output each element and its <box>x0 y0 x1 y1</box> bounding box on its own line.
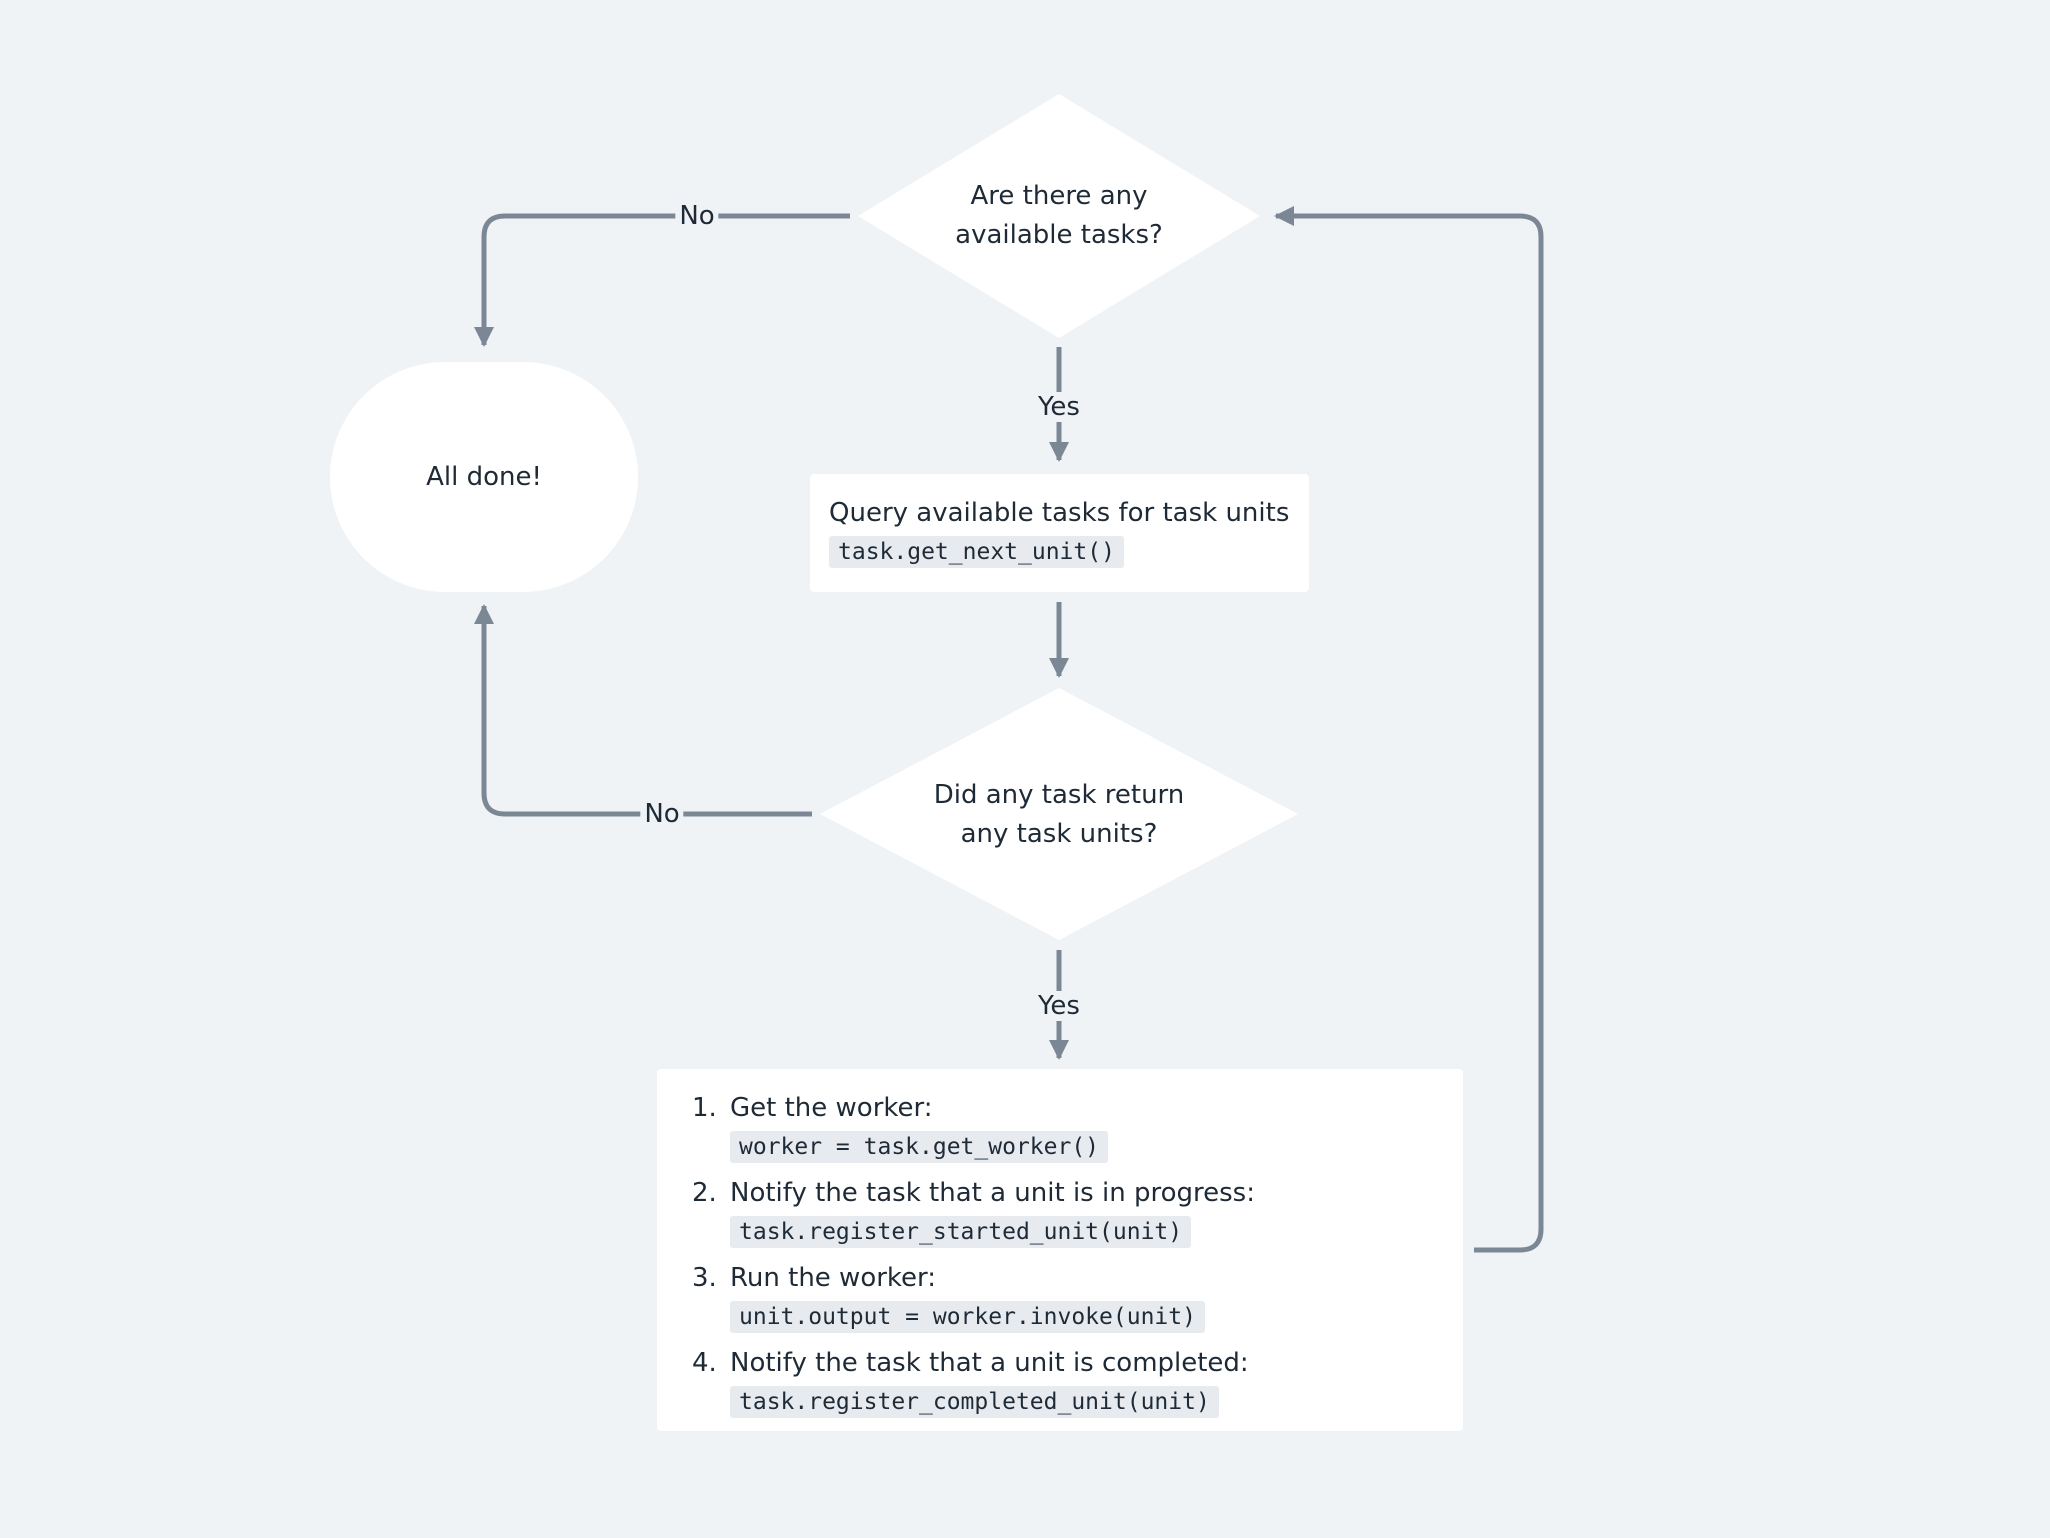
step-code: worker = task.get_worker() <box>730 1131 1109 1163</box>
query-process-box: Query available tasks for task units tas… <box>810 474 1309 592</box>
edge-steps-loop-back <box>1274 206 1544 1253</box>
decision-diamond-returned <box>820 688 1298 940</box>
step-text: Run the worker: <box>730 1263 937 1293</box>
step-item: 2. Notify the task that a unit is in pro… <box>692 1174 1428 1248</box>
edge-label-yes-top: Yes <box>1034 392 1084 422</box>
step-code: unit.output = worker.invoke(unit) <box>730 1301 1205 1333</box>
step-item: 4. Notify the task that a unit is comple… <box>692 1344 1428 1418</box>
step-text: Notify the task that a unit is in progre… <box>730 1178 1255 1208</box>
step-number: 2. <box>692 1178 717 1208</box>
steps-process-box: 1. Get the worker: worker = task.get_wor… <box>657 1069 1463 1431</box>
edge-label-no-bottom: No <box>640 799 684 829</box>
steps-list: 1. Get the worker: worker = task.get_wor… <box>692 1089 1428 1418</box>
terminal-shape-done <box>330 362 638 592</box>
decision-available-line2: available tasks? <box>955 220 1163 250</box>
step-item: 1. Get the worker: worker = task.get_wor… <box>692 1089 1428 1163</box>
decision-diamond-available <box>858 94 1260 338</box>
step-item: 3. Run the worker: unit.output = worker.… <box>692 1259 1428 1333</box>
decision-returned-text: Did any task return any task units? <box>889 776 1229 854</box>
edge-label-yes-bottom: Yes <box>1034 991 1084 1021</box>
edge-no-bottom-to-done <box>474 604 812 817</box>
step-number: 1. <box>692 1093 717 1123</box>
decision-returned-line1: Did any task return <box>933 780 1185 810</box>
terminal-done-label: All done! <box>426 462 542 492</box>
query-box-title: Query available tasks for task units <box>829 498 1290 528</box>
terminal-done-text: All done! <box>330 458 638 497</box>
step-text: Notify the task that a unit is completed… <box>730 1348 1249 1378</box>
edge-no-top-to-done <box>474 213 850 347</box>
step-code: task.register_completed_unit(unit) <box>730 1386 1219 1418</box>
edge-label-no-top: No <box>675 201 719 231</box>
query-box-code: task.get_next_unit() <box>829 536 1124 568</box>
decision-available-text: Are there any available tasks? <box>909 177 1209 255</box>
step-number: 4. <box>692 1348 717 1378</box>
decision-available-line1: Are there any <box>970 181 1148 211</box>
step-number: 3. <box>692 1263 717 1293</box>
step-text: Get the worker: <box>730 1093 933 1123</box>
step-code: task.register_started_unit(unit) <box>730 1216 1192 1248</box>
decision-returned-line2: any task units? <box>960 819 1158 849</box>
